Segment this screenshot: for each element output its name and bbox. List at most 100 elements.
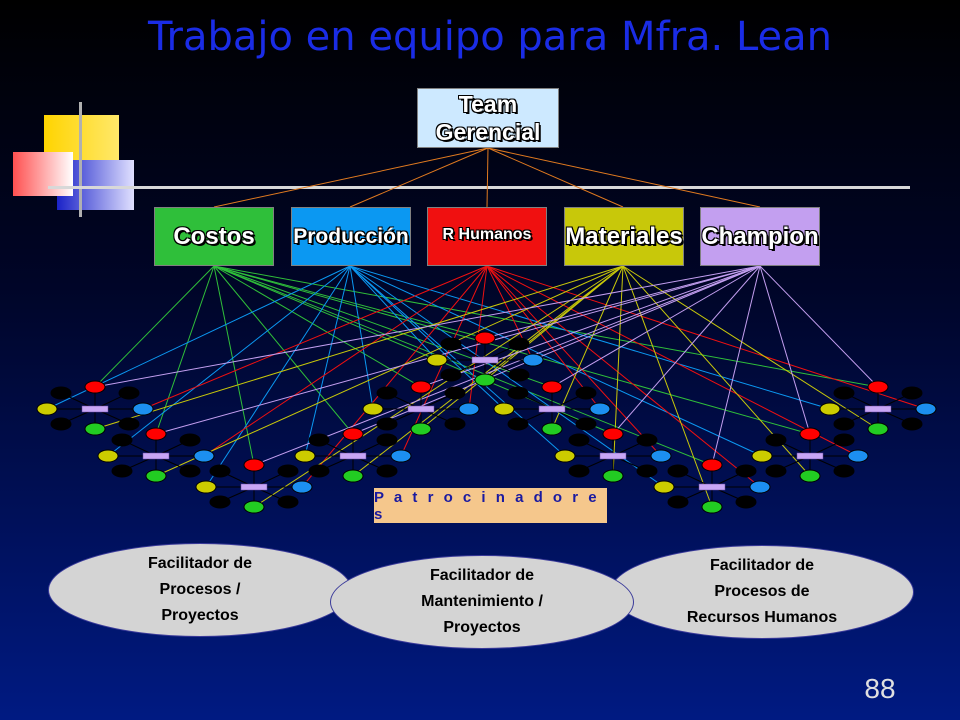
cluster-node	[118, 417, 140, 431]
cluster-node	[749, 480, 771, 494]
cluster-node	[667, 464, 689, 478]
dept-materiales-box: Materiales	[564, 207, 684, 266]
cluster-node	[132, 402, 154, 416]
cluster-node	[458, 402, 480, 416]
dept-cluster-link	[155, 265, 624, 477]
cluster-node	[474, 373, 496, 387]
dept-cluster-link	[352, 265, 624, 477]
cluster-node	[277, 495, 299, 509]
cluster-node	[342, 469, 364, 483]
facilitator-recursos-humanos-ellipse: Facilitador de Procesos de Recursos Huma…	[610, 545, 914, 639]
dept-produccion-box: Producción	[291, 207, 411, 266]
cluster-node	[765, 464, 787, 478]
dept-cluster-link	[107, 265, 351, 457]
dept-cluster-link	[484, 265, 761, 339]
cluster-node	[84, 380, 106, 394]
cluster-node	[833, 417, 855, 431]
cluster-center-bar	[81, 405, 109, 413]
cluster-center-bar	[471, 356, 499, 364]
cluster-node	[277, 464, 299, 478]
dept-cluster-link	[155, 265, 761, 435]
facilitator-procesos-ellipse: Facilitador de Procesos / Proyectos	[48, 543, 352, 637]
cluster-node	[602, 427, 624, 441]
team-box-line-2: Gerencial	[435, 119, 541, 145]
team-gerencial-box: Team Gerencial	[417, 88, 559, 148]
cluster-node	[209, 495, 231, 509]
cluster-node	[867, 422, 889, 436]
dept-cluster-link	[213, 265, 354, 435]
dept-cluster-link	[486, 265, 927, 410]
cluster-node	[901, 386, 923, 400]
cluster-node	[294, 449, 316, 463]
page-title: Trabajo en equipo para Mfra. Lean	[147, 14, 833, 60]
facilitator-1-line-3: Proyectos	[161, 607, 239, 624]
dept-cluster-link	[486, 265, 761, 488]
cluster-node	[653, 480, 675, 494]
cluster-node	[193, 449, 215, 463]
facilitator-1-line-1: Facilitador de	[147, 555, 253, 572]
facilitator-mantenimiento-ellipse: Facilitador de Mantenimiento / Proyectos	[330, 555, 634, 649]
decor-horizontal-line	[48, 186, 910, 189]
cluster-node	[440, 368, 462, 382]
dept-cluster-link	[349, 265, 438, 361]
cluster-node	[308, 433, 330, 447]
cluster-center-bar	[407, 405, 435, 413]
cluster-node	[410, 380, 432, 394]
dept-costos-box: Costos	[154, 207, 274, 266]
cluster-node	[444, 417, 466, 431]
cluster-node	[145, 469, 167, 483]
dept-cluster-link	[420, 265, 761, 388]
cluster-node	[508, 337, 530, 351]
team-dept-link	[349, 147, 489, 208]
cluster-node	[701, 458, 723, 472]
cluster-node	[243, 500, 265, 514]
cluster-node	[493, 402, 515, 416]
cluster-node	[636, 433, 658, 447]
cluster-node	[575, 386, 597, 400]
dept-cluster-link	[349, 265, 665, 488]
cluster-node	[765, 433, 787, 447]
cluster-node	[901, 417, 923, 431]
team-dept-link	[486, 147, 489, 208]
dept-cluster-link	[759, 265, 811, 435]
cluster-node	[390, 449, 412, 463]
cluster-center-bar	[538, 405, 566, 413]
cluster-node	[568, 464, 590, 478]
cluster-node	[145, 427, 167, 441]
cluster-node	[667, 495, 689, 509]
cluster-node	[735, 464, 757, 478]
dept-cluster-link	[253, 265, 761, 466]
cluster-node	[575, 417, 597, 431]
cluster-node	[118, 386, 140, 400]
dept-cluster-link	[612, 265, 624, 477]
cluster-node	[507, 417, 529, 431]
cluster-node	[819, 402, 841, 416]
dept-cluster-link	[349, 265, 374, 410]
cluster-center-bar	[864, 405, 892, 413]
cluster-node	[291, 480, 313, 494]
cluster-node	[867, 380, 889, 394]
cluster-node	[799, 427, 821, 441]
facilitator-2-line-3: Proyectos	[443, 619, 521, 636]
cluster-node	[650, 449, 672, 463]
cluster-node	[195, 480, 217, 494]
dept-cluster-link	[759, 265, 879, 388]
cluster-node	[636, 464, 658, 478]
dept-cluster-link	[213, 265, 255, 466]
cluster-node	[376, 417, 398, 431]
cluster-node	[541, 422, 563, 436]
dept-cluster-link	[486, 265, 601, 410]
dept-cluster-link	[213, 265, 486, 339]
dept-cluster-link	[486, 265, 859, 457]
dept-cluster-link	[622, 265, 713, 508]
dept-cluster-link	[486, 265, 662, 457]
cluster-node	[602, 469, 624, 483]
cluster-node	[426, 353, 448, 367]
dept-cluster-link	[349, 265, 763, 457]
dept-cluster-link	[349, 265, 566, 457]
dept-cluster-link	[301, 265, 488, 488]
cluster-node	[243, 458, 265, 472]
cluster-node	[833, 464, 855, 478]
cluster-node	[179, 464, 201, 478]
